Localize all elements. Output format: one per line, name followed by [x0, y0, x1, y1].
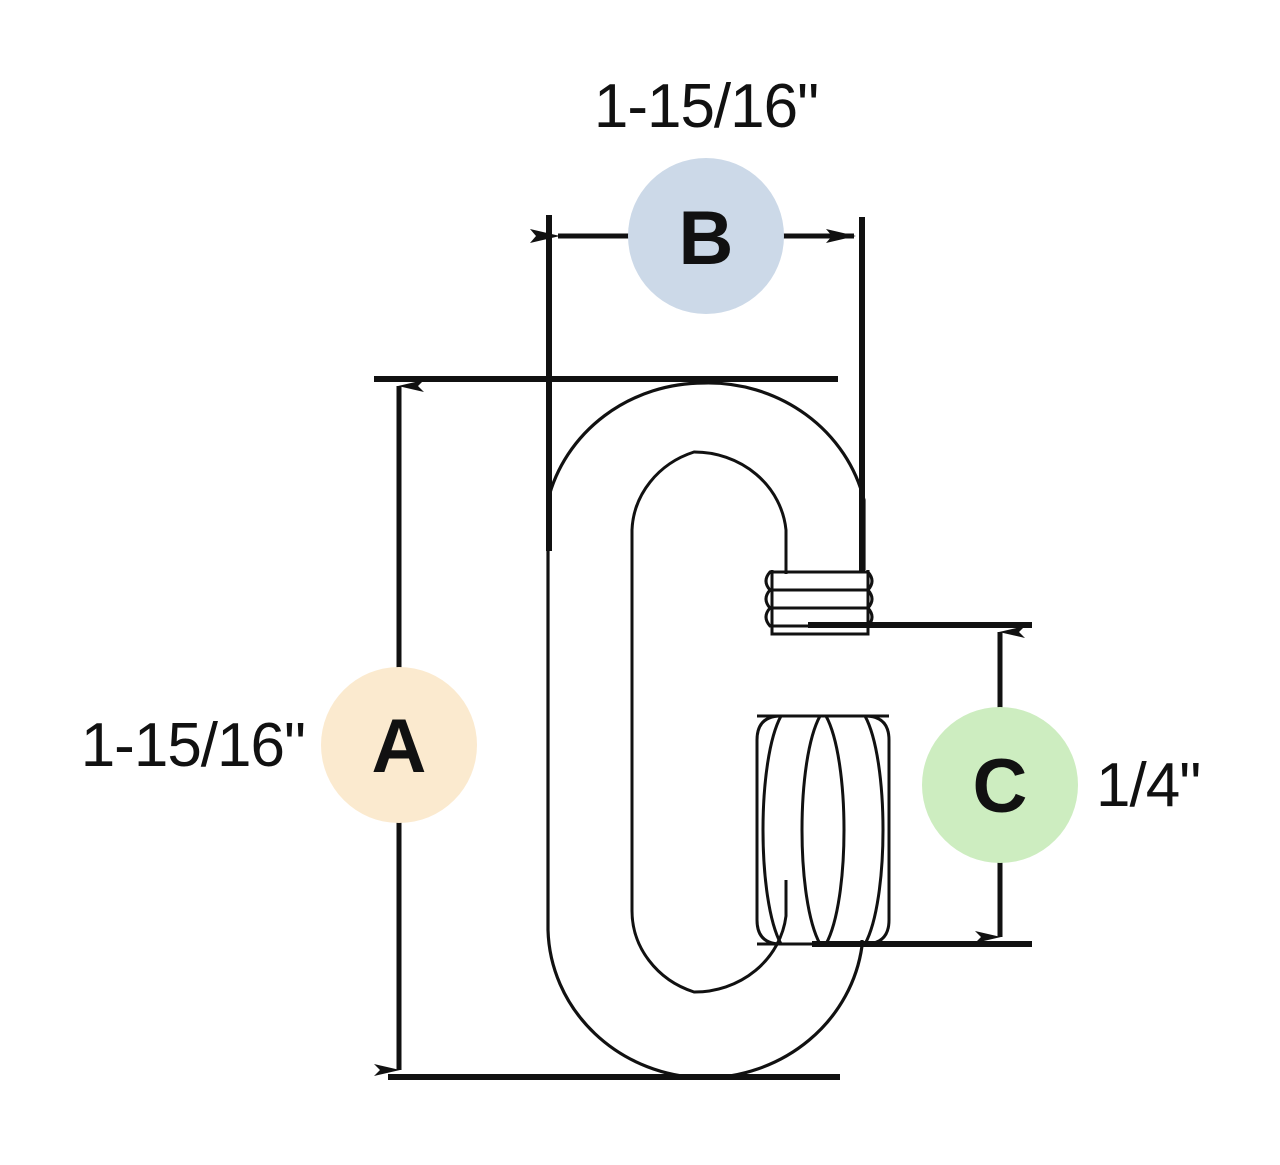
- dimension-a-value-label: 1-15/16": [81, 711, 305, 780]
- dimension-b-callout-circle: [628, 158, 784, 314]
- quick-link-part: [546, 381, 891, 1080]
- link-inner-outline: [630, 450, 788, 994]
- hex-nut-sleeve: [755, 714, 891, 946]
- dimension-a-callout-letter: A: [372, 704, 427, 789]
- dimension-c-value-label: 1/4": [1096, 751, 1200, 820]
- dimension-c-callout-letter: C: [973, 744, 1028, 829]
- dimension-a-callout-circle: [321, 667, 477, 823]
- dimension-b-value-label: 1-15/16": [594, 72, 818, 141]
- dimension-c-group: C 1/4": [808, 622, 1201, 947]
- link-outer-outline: [546, 381, 866, 1080]
- dimension-a-group: A 1-15/16": [81, 376, 840, 1080]
- dimension-b-callout-letter: B: [679, 196, 734, 281]
- dimension-c-callout-circle: [922, 707, 1078, 863]
- dimension-b-group: B 1-15/16": [530, 72, 865, 572]
